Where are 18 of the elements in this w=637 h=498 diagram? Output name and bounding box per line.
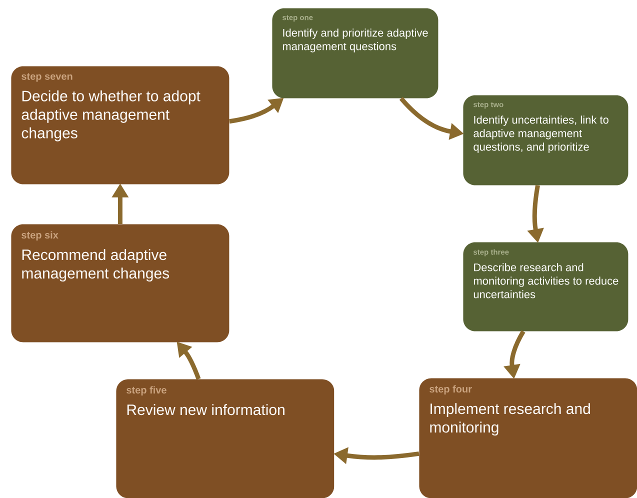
step-box: [463, 95, 628, 186]
step-text: Implement research and monitoring: [430, 403, 590, 436]
step-box: [419, 378, 637, 498]
step-box: [463, 242, 628, 332]
step-text: Review new information: [127, 404, 284, 416]
step-box: [116, 379, 334, 498]
step-text: Recommend adaptive management changes: [22, 249, 170, 282]
step-label: step six: [22, 231, 58, 241]
step-label: step five: [126, 386, 166, 396]
step-box: [11, 224, 230, 342]
step-text: Identify and prioritize adaptive management questions: [282, 28, 428, 52]
step-text: Describe research and monitoring activities to reduce uncertainties: [474, 263, 618, 298]
step-box: [11, 66, 230, 184]
step-label: step seven: [22, 73, 72, 82]
step-text: Identify uncertainties, link to adaptive management questions, and prioritize: [474, 116, 608, 153]
step-box: [272, 8, 438, 98]
step-label: step four: [430, 385, 472, 395]
step-text: Decide to whether to adopt adaptive management changes: [22, 90, 200, 142]
